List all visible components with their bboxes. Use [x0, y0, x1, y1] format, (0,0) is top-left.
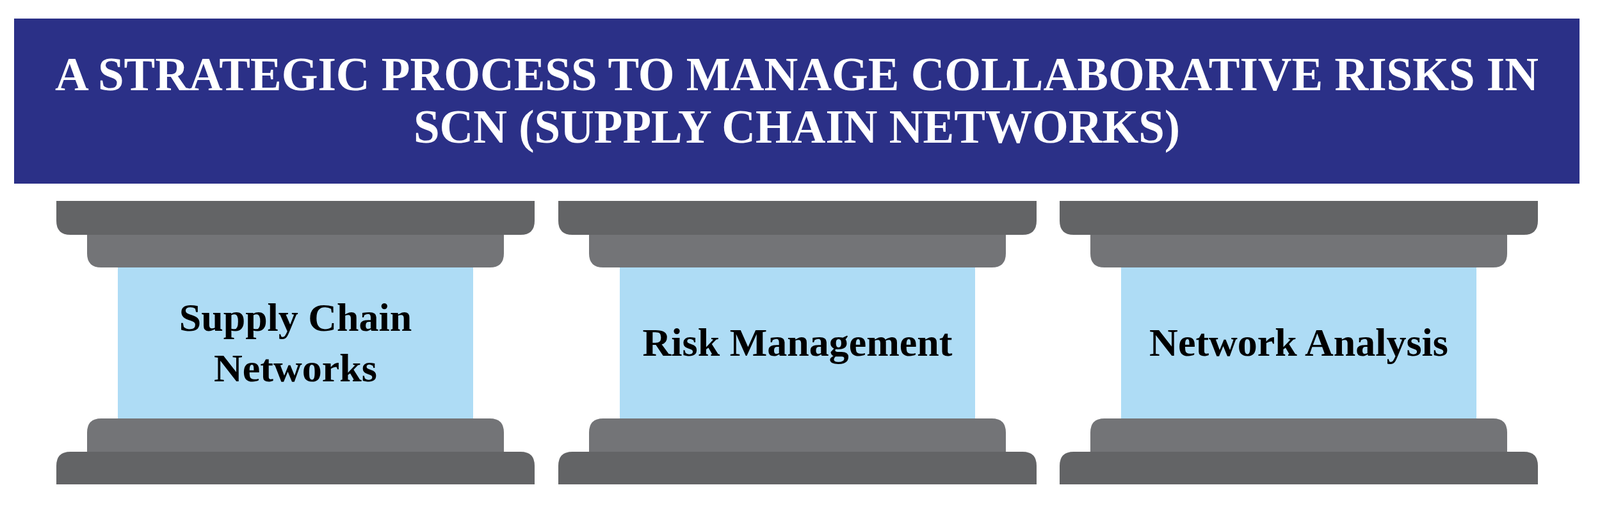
pillar-label: Network Analysis [1149, 317, 1449, 369]
capital-lower [589, 234, 1006, 268]
title-text: A STRATEGIC PROCESS TO MANAGE COLLABORAT… [35, 48, 1560, 154]
pillar-shaft [117, 267, 474, 419]
title-band: A STRATEGIC PROCESS TO MANAGE COLLABORAT… [14, 18, 1580, 184]
pillar-shaft [619, 267, 976, 419]
base-upper [87, 418, 504, 453]
base-upper [589, 418, 1006, 453]
base-lower [56, 452, 535, 485]
pillar-box: Supply Chain Networks [56, 201, 535, 485]
pillar-box: Network Analysis [1059, 201, 1538, 485]
pillar-shape [56, 201, 535, 485]
pillar-label: Risk Management [642, 317, 953, 369]
base-lower [558, 452, 1037, 485]
capital-top [1059, 201, 1538, 235]
capital-lower [87, 234, 504, 268]
pillar-label: Supply Chain Networks [130, 292, 461, 395]
pillar-text-area: Network Analysis [1121, 267, 1477, 419]
pillar-text-area: Supply Chain Networks [117, 267, 474, 419]
pillar-shaft [1121, 267, 1477, 419]
pillar-box: Risk Management [558, 201, 1037, 485]
base-upper [1090, 418, 1508, 453]
capital-top [56, 201, 535, 235]
capital-top [558, 201, 1037, 235]
base-lower [1059, 452, 1538, 485]
pillar-text-area: Risk Management [619, 267, 976, 419]
capital-lower [1090, 234, 1508, 268]
